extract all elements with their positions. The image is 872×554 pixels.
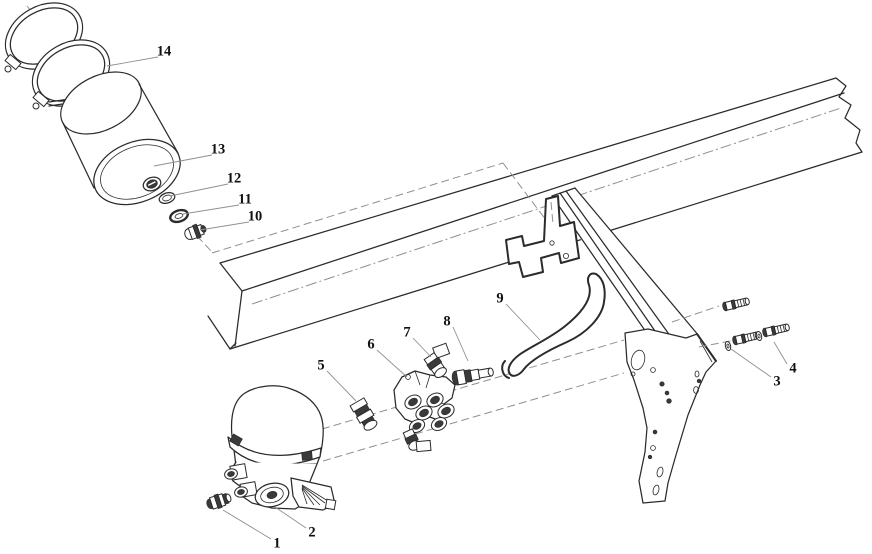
callout-leader-10: [199, 221, 250, 231]
hex-bolt-4: [762, 323, 790, 338]
callout-label-8: 8: [443, 313, 450, 329]
washer-4: [755, 330, 763, 342]
valve-manifold: [393, 342, 494, 453]
callout-leader-5: [326, 370, 357, 402]
callout-label-3: 3: [773, 373, 780, 389]
straight-fitting-8: [451, 367, 494, 386]
support-bracket: [624, 328, 717, 504]
callout-leader-11: [182, 204, 240, 215]
air-reservoir-tank: [60, 71, 181, 206]
curved-bracket: [501, 272, 606, 379]
callout-leader-9: [505, 303, 541, 341]
elbow-fitting-7: [423, 342, 451, 379]
bleed-port: [405, 374, 411, 380]
mounting-plate: [505, 195, 580, 278]
callout-leader-7: [412, 337, 432, 358]
callout-leader-13: [153, 154, 213, 167]
callout-label-6: 6: [367, 336, 374, 352]
callout-label-7: 7: [403, 324, 410, 340]
washer-12: [158, 192, 176, 204]
callout-leader-4: [773, 341, 788, 365]
callout-leader-1: [222, 509, 272, 540]
callout-leader-3: [730, 348, 772, 378]
hex-bolt-3: [732, 331, 760, 346]
fasteners: [722, 297, 790, 352]
callout-leader-2: [274, 506, 307, 529]
callout-label-11: 11: [238, 191, 252, 207]
dryer-canister: [230, 385, 324, 467]
air-dryer-assembly: [206, 385, 337, 511]
manifold-ports: [404, 392, 455, 433]
callout-leader-14: [106, 56, 159, 67]
callout-leader-8: [452, 326, 469, 362]
dryer-plug-1: [206, 493, 232, 510]
callout-label-4: 4: [789, 360, 796, 376]
washer-3: [724, 340, 732, 352]
clamp-bolt-icon: [4, 65, 12, 73]
clamp-bolt-icon: [32, 102, 40, 110]
callout-label-1: 1: [273, 535, 280, 551]
dryer-flange-port: [254, 482, 290, 508]
tank-port-boss: [142, 176, 162, 192]
callout-label-2: 2: [308, 524, 315, 540]
callout-label-13: 13: [211, 141, 226, 157]
hex-bolt: [722, 297, 750, 312]
frame-rail: [207, 77, 863, 350]
inlet-fitting-5: [349, 397, 378, 431]
seal-ring-11: [169, 208, 189, 224]
callout-leader-6: [376, 349, 408, 378]
callout-label-14: 14: [157, 43, 172, 59]
callout-label-5: 5: [317, 357, 324, 373]
dryer-base: [224, 461, 337, 511]
bottom-elbow-fitting: [402, 428, 432, 453]
callout-label-9: 9: [496, 290, 503, 306]
drain-plug-10: [184, 223, 207, 240]
air-tank-assembly: [4, 2, 207, 240]
callout-label-10: 10: [248, 208, 263, 224]
callout-label-12: 12: [227, 170, 242, 186]
callout-leader-12: [169, 183, 229, 197]
